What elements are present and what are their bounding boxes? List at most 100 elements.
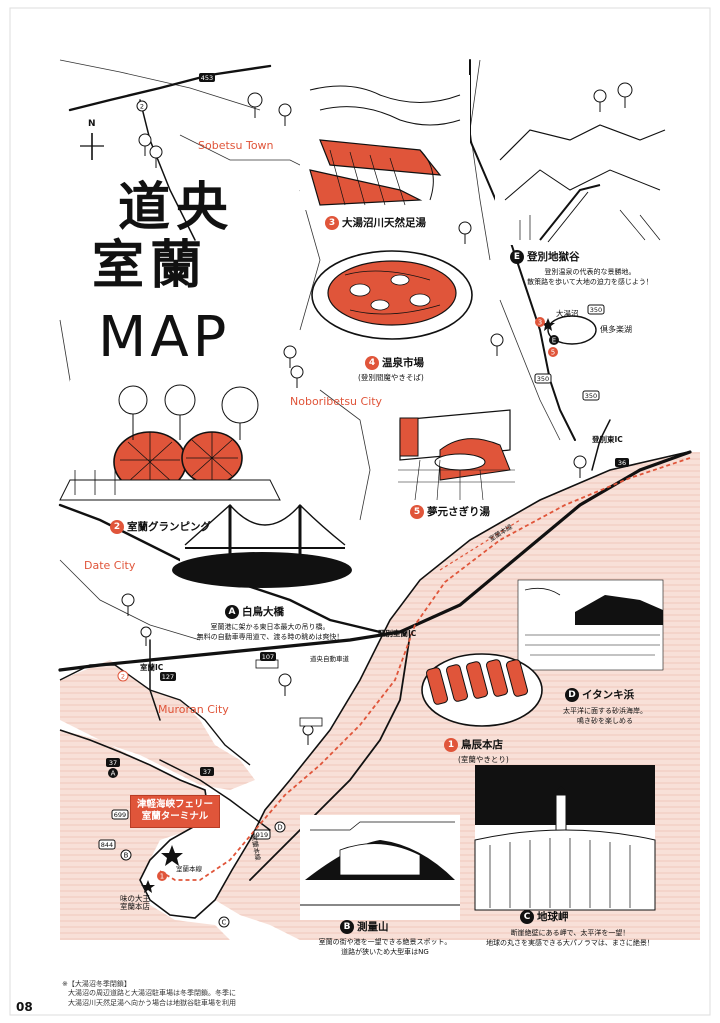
ic-noboribetsu-higashi: 登別東IC <box>592 435 623 444</box>
city-sobetsu: Sobetsu Town <box>198 139 274 152</box>
spot-2-number: 2 <box>110 520 124 534</box>
expressway-label: 道央自動車道 <box>310 655 349 663</box>
footnote: ※【大湯沼冬季閉鎖】 大湯沼の周辺道路と大湯沼駐車場は冬季閉鎖。冬季に 大湯沼川… <box>62 980 236 1007</box>
svg-text:37: 37 <box>109 759 117 767</box>
spot-3-number: 3 <box>325 216 339 230</box>
svg-text:699: 699 <box>114 811 126 819</box>
svg-text:5: 5 <box>551 349 555 357</box>
svg-text:844: 844 <box>101 841 113 849</box>
spot-c-desc: 断崖絶壁にある岬で、太平洋を一望！ 地球の丸さを実感できる大パノラマは、まさに絶… <box>486 929 654 948</box>
svg-text:B: B <box>124 852 129 860</box>
route-shields: 453 2 350 350 350 36 107 127 37 37 919 6… <box>98 73 629 850</box>
city-date: Date City <box>84 559 136 572</box>
spot-1-sub: (室蘭やきとり) <box>458 755 509 764</box>
sokuryozan-illustration <box>300 815 460 920</box>
place-ajinodaio: 味の大王 室蘭本店 <box>120 894 150 912</box>
spot-2-name: 室蘭グランピング <box>127 521 211 533</box>
itanki-illustration <box>517 579 664 671</box>
svg-text:919: 919 <box>256 831 268 839</box>
city-noboribetsu: Noboribetsu City <box>290 395 383 408</box>
jigokudani-illustration <box>495 115 670 245</box>
route-453: 453 <box>201 74 213 82</box>
glamping-illustration <box>59 380 281 501</box>
spot-e-name: 登別地獄谷 <box>527 251 580 263</box>
place-oyunuma: 大湯沼 <box>556 309 579 318</box>
spot-d-name: イタンキ浜 <box>582 689 635 701</box>
spot-3-name: 大湯沼川天然足湯 <box>342 217 426 229</box>
yakisoba-illustration <box>311 250 473 340</box>
svg-text:E: E <box>552 337 556 345</box>
spot-1-number: 1 <box>444 738 458 752</box>
tree-icons <box>121 82 633 745</box>
svg-text:1: 1 <box>160 873 164 881</box>
spot-4-sub: (登別閻魔やきそば) <box>358 373 424 382</box>
ic-noboribetsu-muroran: 登別室蘭IC <box>378 629 417 638</box>
spot-4-number: 4 <box>365 356 379 370</box>
svg-text:A: A <box>111 770 116 778</box>
toll-icons <box>255 659 323 727</box>
ferry-star-icon <box>161 845 183 866</box>
railway <box>157 457 691 881</box>
rail-label-muroran: 室蘭本線 <box>176 865 202 873</box>
chikyumisaki-illustration <box>474 765 656 911</box>
hakucho-bridge-illustration <box>172 485 352 588</box>
svg-text:36: 36 <box>618 459 626 467</box>
spot-e-desc: 登別温泉の代表的な景勝地。 散策路を歩いて大地の迫力を感じよう！ <box>527 268 653 287</box>
svg-text:3: 3 <box>538 319 542 327</box>
svg-text:2: 2 <box>140 103 144 111</box>
page-number: 08 <box>16 1000 33 1014</box>
spot-c-name: 地球岬 <box>537 911 569 923</box>
title-line1: 道央 <box>118 177 235 238</box>
spot-d-desc: 太平洋に面する砂浜海岸。 鳴き砂を楽しめる <box>563 707 647 726</box>
spot-b-name: 測量山 <box>357 921 389 933</box>
svg-text:C: C <box>222 919 227 927</box>
yakitori-illustration <box>421 653 543 727</box>
sagiriyu-illustration <box>395 405 515 501</box>
north-arrow-icon <box>80 133 104 160</box>
spot-1-name: 鳥辰本店 <box>461 739 503 751</box>
spot-b-letter: B <box>340 920 354 934</box>
spot-4-name: 温泉市場 <box>382 357 424 369</box>
svg-text:2: 2 <box>121 673 125 681</box>
oyunuma-footbath-illustration <box>300 75 470 210</box>
north-label: N <box>88 119 96 129</box>
svg-text:D: D <box>277 824 282 832</box>
spot-c-letter: C <box>520 910 534 924</box>
terrain-lines <box>59 59 561 641</box>
svg-text:350: 350 <box>537 375 549 383</box>
title-line3: MAP <box>98 305 231 370</box>
ic-muroran: 室蘭IC <box>140 663 164 672</box>
spot-b-desc: 室蘭の街や港を一望できる絶景スポット。 道路が狭いため大型車はNG <box>318 938 452 957</box>
spot-a-name: 白鳥大橋 <box>242 606 284 618</box>
spot-a-letter: A <box>225 605 239 619</box>
city-muroran: Muroran City <box>158 703 229 716</box>
ferry-terminal-label: 津軽海峡フェリー 室蘭ターミナル <box>130 795 221 828</box>
railway-branch <box>439 519 521 571</box>
place-kuttara: 倶多楽湖 <box>600 325 632 334</box>
spot-d-letter: D <box>565 688 579 702</box>
spot-a-desc: 室蘭港に架かる東日本最大の吊り橋。 無料の自動車専用道で、渡る時の眺めは爽快！ <box>196 623 344 642</box>
spot-e-letter: E <box>510 250 524 264</box>
lake-kuttara <box>547 315 597 345</box>
svg-text:350: 350 <box>590 306 602 314</box>
svg-text:37: 37 <box>203 768 211 776</box>
svg-text:107: 107 <box>262 653 274 661</box>
title-line2: 室蘭 <box>92 235 209 296</box>
spot-5-name: 夢元さぎり湯 <box>427 506 490 518</box>
svg-text:350: 350 <box>585 392 597 400</box>
location-markers: 3 E 5 A B 1 C D <box>108 317 559 928</box>
coastline <box>59 451 689 919</box>
svg-text:127: 127 <box>162 673 174 681</box>
